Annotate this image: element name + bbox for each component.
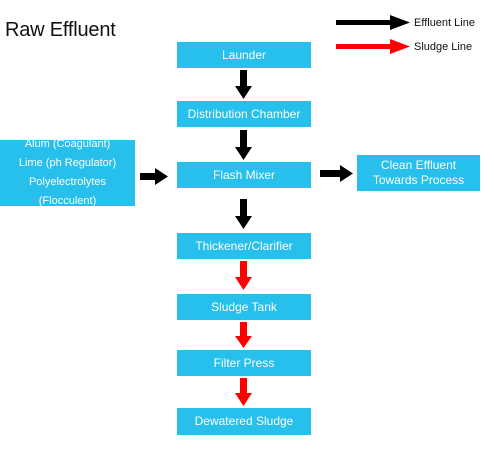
legend-effluent-arrow xyxy=(336,15,410,30)
sludge-tank-box: Sludge Tank xyxy=(177,294,311,320)
towards-process-label: Towards Process xyxy=(372,173,465,187)
arrow-launder-to-distribution xyxy=(235,70,252,99)
chemicals-box: Alum (Coagulant) Lime (ph Regulator) Pol… xyxy=(0,138,135,207)
clean-effluent-label: Clean Effluent xyxy=(380,158,457,172)
clean-effluent-box: Clean Effluent Towards Process xyxy=(357,155,480,191)
arrow-thickener-to-sludgetank xyxy=(235,261,252,290)
flash-mixer-box: Flash Mixer xyxy=(177,162,311,188)
chemical-polyelectrolytes-label: Polyelectrolytes (Flocculent) xyxy=(28,176,107,207)
arrow-distribution-to-flashmixer xyxy=(235,130,252,160)
legend-sludge-label: Sludge Line xyxy=(414,41,473,53)
arrow-sludgetank-to-filterpress xyxy=(235,322,252,348)
filter-press-box: Filter Press xyxy=(177,350,311,376)
launder-box: Launder xyxy=(177,42,311,68)
distribution-chamber-box: Distribution Chamber xyxy=(177,101,311,127)
legend-sludge-arrow xyxy=(336,39,410,54)
thickener-clarifier-box: Thickener/Clarifier xyxy=(177,233,311,259)
legend-effluent-label: Effluent Line xyxy=(414,17,475,29)
dewatered-sludge-box: Dewatered Sludge xyxy=(177,408,311,435)
chemical-lime-label: Lime (ph Regulator) xyxy=(18,157,117,169)
arrow-flashmixer-to-clean-effluent xyxy=(320,165,353,182)
arrow-filterpress-to-dewatered xyxy=(235,378,252,406)
chemical-alum-label: Alum (Coagulant) xyxy=(24,138,111,150)
diagram-title: Raw Effluent xyxy=(5,19,116,41)
arrow-chemicals-to-flashmixer xyxy=(140,168,168,185)
arrow-flashmixer-to-thickener xyxy=(235,199,252,229)
